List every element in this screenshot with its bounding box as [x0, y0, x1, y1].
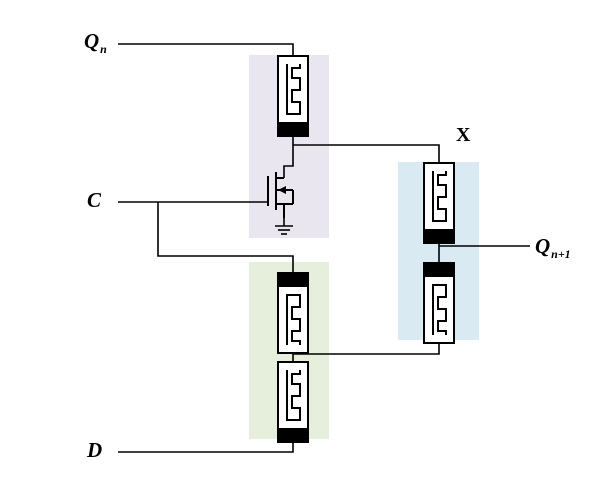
nmos-transistor-icon	[267, 172, 294, 218]
wires	[118, 43, 530, 453]
memristor-icon	[277, 272, 309, 354]
ground-icon	[275, 218, 293, 235]
memristor-icon	[277, 361, 309, 443]
memristor-icon	[423, 262, 455, 344]
qn-plus-1-label: Qn+1	[535, 234, 571, 261]
memristor-icon	[423, 162, 455, 244]
c-label: C	[87, 188, 102, 212]
d-label: D	[87, 438, 103, 462]
memristor-icon	[277, 55, 309, 137]
qn-label: Qn	[84, 29, 107, 56]
x-node-label: X	[456, 124, 471, 146]
